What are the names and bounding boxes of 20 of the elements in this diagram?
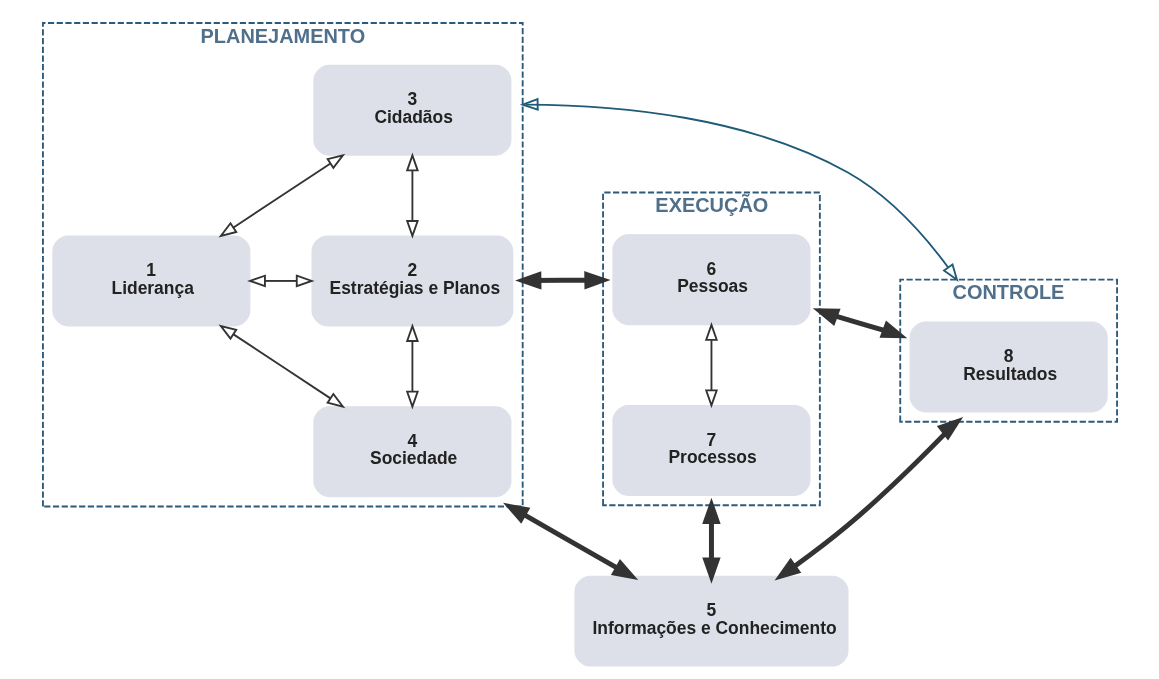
arrow <box>812 308 907 339</box>
arrow <box>405 323 419 410</box>
node-box: 4 Sociedade <box>312 406 511 498</box>
arrow <box>405 152 419 239</box>
node-box: 7 Processos <box>611 404 811 496</box>
node-box: 2 Estratégias e Planos <box>310 235 513 327</box>
node-box: 5 Informações e Conhecimento <box>573 575 849 667</box>
arrow <box>502 502 638 580</box>
arrow <box>704 322 718 409</box>
arrow <box>514 271 611 290</box>
node-box: 8 Resultados <box>909 321 1108 413</box>
node-box: 3 Cidadãos <box>312 64 511 156</box>
arrow <box>519 97 959 282</box>
node-box: 6 Pessoas <box>611 234 811 326</box>
arrow <box>218 324 345 409</box>
node-box: 1 Liderança <box>51 235 250 327</box>
arrow <box>246 274 315 288</box>
arrow <box>701 497 721 584</box>
arrow <box>774 417 963 581</box>
arrow <box>218 153 345 238</box>
